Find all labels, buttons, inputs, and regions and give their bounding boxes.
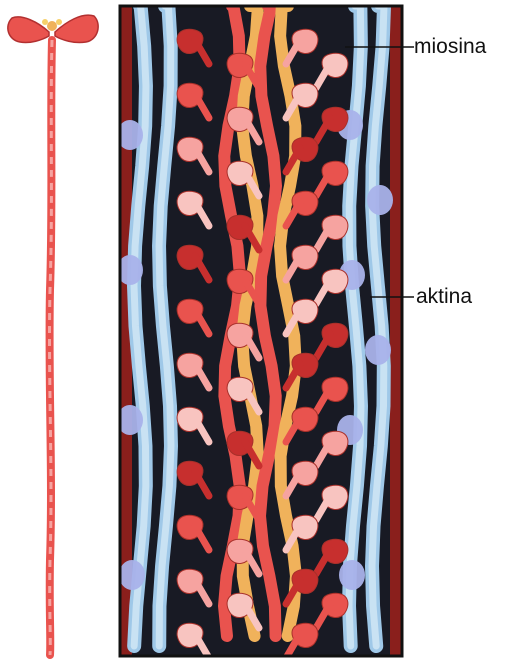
- myosin-label: miosina: [414, 36, 486, 57]
- actin-node: [365, 335, 391, 365]
- myosin-head-right: [55, 15, 98, 42]
- right-frame-band: [390, 6, 402, 656]
- actin-node: [367, 185, 393, 215]
- actin-node: [119, 560, 145, 590]
- actin-node: [339, 560, 365, 590]
- filament-panel: [117, 6, 402, 658]
- myosin-neck: [47, 21, 57, 31]
- actin-label: aktina: [416, 286, 472, 307]
- single-myosin-molecule: [8, 15, 98, 655]
